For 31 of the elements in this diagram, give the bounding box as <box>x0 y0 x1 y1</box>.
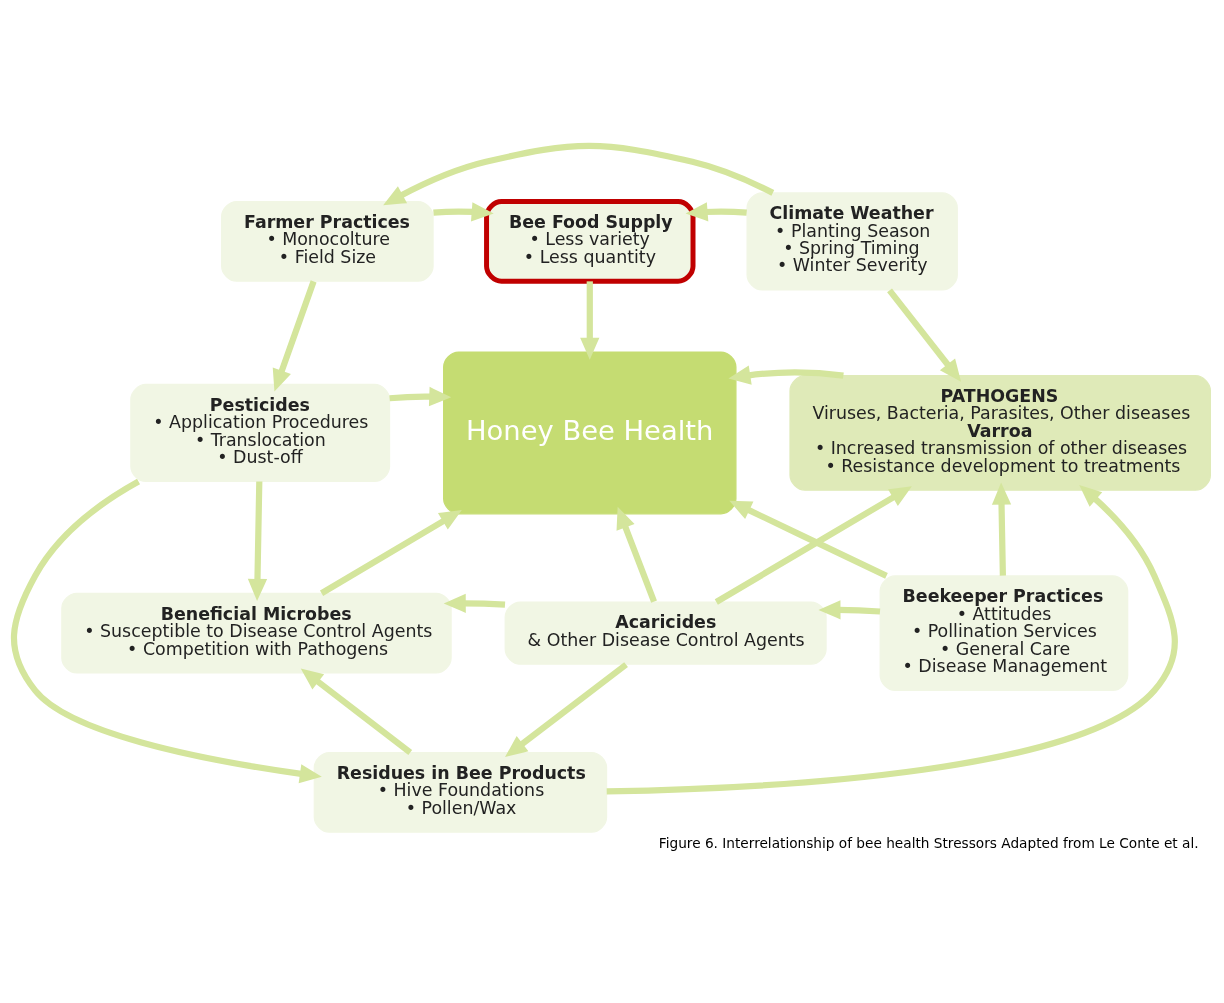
arrow <box>443 593 506 613</box>
node-box: Bee Food Supply • Less variety • Less quantity <box>484 199 696 284</box>
arrow <box>580 281 600 360</box>
node-box: Honey Bee Health <box>443 351 737 515</box>
node-box: Residues in Bee Products • Hive Foundations • Pollen/Wax <box>313 751 608 833</box>
node-box: Pesticides • Application Procedures • Translocation • Dust-off <box>130 383 391 483</box>
node-box: Climate Weather • Planting Season • Spring Timing • Winter Severity <box>746 192 958 291</box>
arrow <box>383 142 775 206</box>
arrow <box>300 668 413 755</box>
arrow <box>320 510 462 596</box>
arrow <box>818 600 881 620</box>
arrow <box>887 288 962 382</box>
arrow <box>433 202 494 222</box>
node-box: Beekeeper Practices • Attitudes • Pollination Services • General Care • Disease Management <box>879 575 1129 691</box>
node-box: Acaricides & Other Disease Control Agents <box>504 601 827 665</box>
arrow <box>991 482 1012 576</box>
node-box: PATHOGENS Viruses, Bacteria, Parasites, Other diseases Varroa • Increased transmission of other diseases • Resistance development to treatments <box>789 375 1211 491</box>
arrow <box>729 500 888 579</box>
arrow <box>728 365 844 385</box>
arrow <box>247 481 268 601</box>
arrow <box>714 486 912 605</box>
node-box: Beneficial Microbes • Susceptible to Disease Control Agents • Competition with Pathogens <box>61 592 452 674</box>
arrow <box>272 280 317 392</box>
arrow <box>505 662 628 758</box>
arrow <box>616 506 657 603</box>
node-box: Farmer Practices • Monocolture • Field Size <box>221 200 434 282</box>
caption: Figure 6. Interrelationship of bee health Stressors Adapted from Le Conte et al. <box>658 835 1199 852</box>
arrow <box>389 386 452 407</box>
arrow <box>11 478 322 784</box>
arrow <box>685 202 747 222</box>
arrow <box>606 485 1178 795</box>
